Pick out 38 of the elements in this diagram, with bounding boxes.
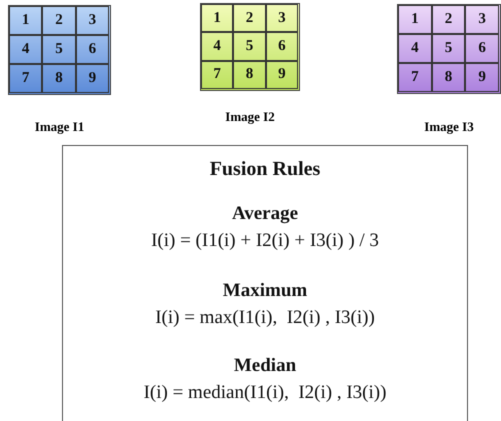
rule-name: Median bbox=[234, 355, 296, 377]
grid-cell: 8 bbox=[42, 64, 76, 93]
grid-cell: 6 bbox=[76, 35, 109, 64]
rule-name: Maximum bbox=[222, 280, 308, 302]
grid-cell: 5 bbox=[42, 35, 76, 64]
image-caption: Image I3 bbox=[424, 119, 474, 135]
image-caption: Image I1 bbox=[34, 119, 84, 135]
grid-cell: 6 bbox=[266, 32, 298, 61]
rule-name: Average bbox=[232, 203, 298, 225]
grid-cell: 2 bbox=[42, 6, 76, 35]
grid-cell: 1 bbox=[201, 4, 234, 32]
formula: I(i) = max(I1(i), I2(i) , I3(i)) bbox=[155, 307, 375, 329]
grid-cell: 5 bbox=[432, 34, 466, 63]
grid-cell: 5 bbox=[233, 32, 266, 61]
grid-cell: 1 bbox=[9, 6, 42, 35]
grid-cell: 9 bbox=[76, 64, 109, 93]
grid-cell: 2 bbox=[233, 4, 266, 32]
heading: Fusion Rules bbox=[210, 158, 320, 181]
image-caption: Image I2 bbox=[225, 109, 275, 125]
rules-panel bbox=[62, 145, 468, 421]
grid-cell: 7 bbox=[201, 60, 234, 89]
grid-cell: 8 bbox=[233, 60, 266, 89]
grid-cell: 6 bbox=[465, 34, 499, 63]
grid-cell: 8 bbox=[432, 63, 466, 92]
grid-cell: 3 bbox=[465, 5, 499, 34]
grid-cell: 7 bbox=[9, 64, 42, 93]
grid-cell: 3 bbox=[76, 6, 109, 35]
grid-cell: 9 bbox=[465, 63, 499, 92]
grid-cell: 7 bbox=[398, 63, 432, 92]
grid-cell: 1 bbox=[398, 5, 432, 34]
grid-cell: 3 bbox=[266, 4, 298, 32]
grid-cell: 2 bbox=[432, 5, 466, 34]
formula: I(i) = median(I1(i), I2(i) , I3(i)) bbox=[144, 382, 386, 404]
grid-cell: 9 bbox=[266, 60, 298, 89]
grid-cell: 4 bbox=[398, 34, 432, 63]
grid-cell: 4 bbox=[201, 32, 234, 61]
formula: I(i) = (I1(i) + I2(i) + I3(i) ) / 3 bbox=[151, 230, 379, 252]
grid-cell: 4 bbox=[9, 35, 42, 64]
